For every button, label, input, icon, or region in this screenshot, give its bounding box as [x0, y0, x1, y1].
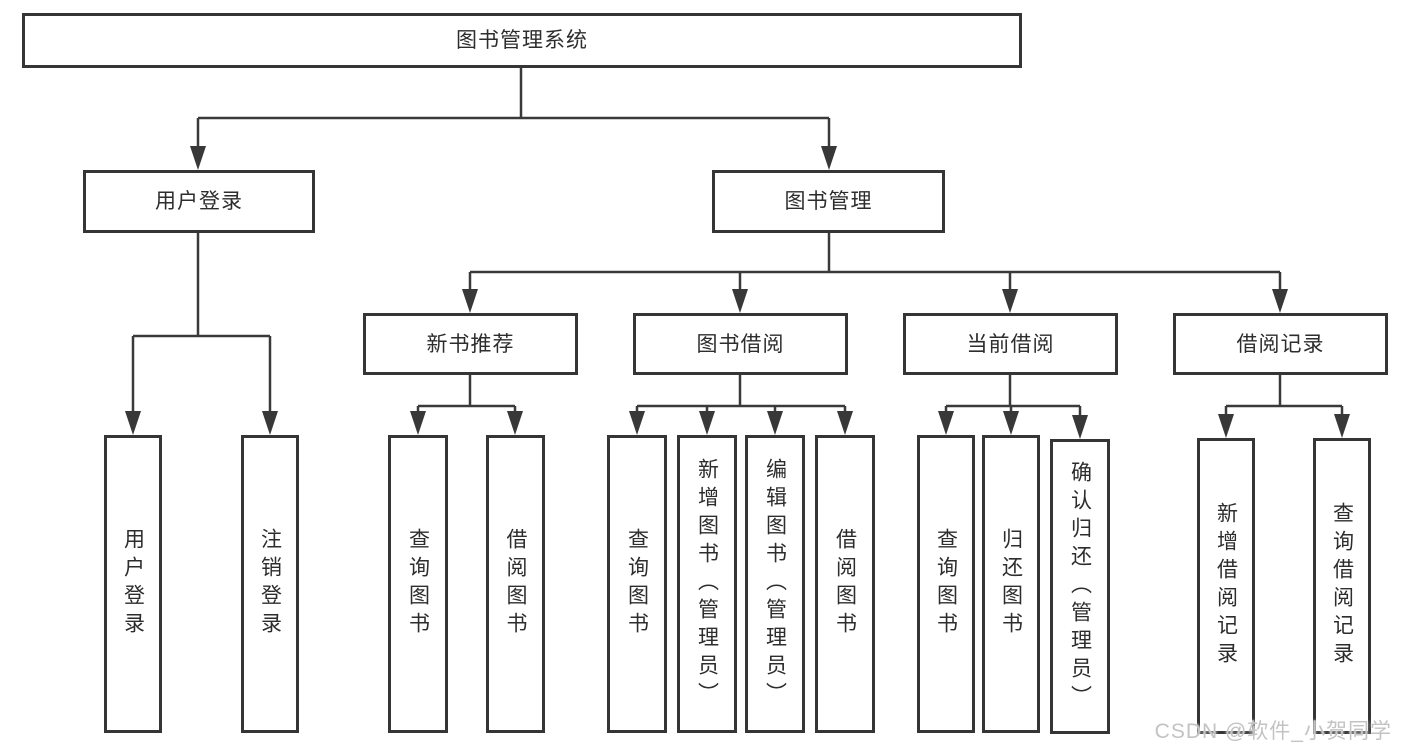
node-user-login-branch: 用户登录 — [83, 170, 315, 233]
node-current-query-books: 查询图书 — [917, 435, 975, 733]
node-records-query-record: 查询借阅记录 — [1313, 438, 1371, 734]
node-label: 图书管理系统 — [456, 29, 588, 52]
node-label: 图书借阅 — [696, 332, 785, 356]
node-label: 图书管理 — [784, 190, 873, 213]
node-label: 查询借阅记录 — [1330, 502, 1354, 670]
node-book-borrowing: 图书借阅 — [633, 313, 848, 375]
node-newbook-query-books: 查询图书 — [388, 435, 448, 733]
connector-newbook-branch — [416, 375, 517, 415]
node-borrow-records: 借阅记录 — [1173, 313, 1388, 375]
node-label: 编辑图书（管理员） — [763, 458, 787, 710]
node-label: 注销登录 — [258, 528, 282, 640]
node-current-confirm-return-admin: 确认归还（管理员） — [1050, 439, 1110, 734]
node-borrowing-query-books: 查询图书 — [607, 435, 667, 733]
node-label: 归还图书 — [999, 528, 1023, 640]
node-label: 新书推荐 — [426, 332, 515, 356]
connector-borrowing-branch — [635, 375, 847, 415]
node-user-login-leaf: 用户登录 — [104, 435, 162, 733]
connector-records-branch — [1224, 375, 1344, 417]
node-label: 查询图书 — [934, 528, 958, 640]
node-borrowing-borrow-books: 借阅图书 — [815, 435, 875, 733]
node-label: 新增图书（管理员） — [695, 458, 719, 710]
node-label: 确认归还（管理员） — [1068, 460, 1092, 713]
node-book-management: 图书管理 — [712, 170, 945, 233]
node-label: 借阅记录 — [1236, 332, 1325, 356]
node-logout: 注销登录 — [241, 435, 299, 733]
connector-login-branch — [131, 233, 272, 415]
node-borrowing-edit-books-admin: 编辑图书（管理员） — [745, 435, 805, 733]
node-label: 新增借阅记录 — [1214, 502, 1238, 670]
node-borrowing-add-books-admin: 新增图书（管理员） — [677, 435, 737, 733]
csdn-watermark: CSDN @软件_小贺同学 — [1154, 720, 1392, 743]
node-label: 当前借阅 — [966, 332, 1055, 356]
node-root-system: 图书管理系统 — [22, 13, 1022, 68]
node-current-borrowing: 当前借阅 — [903, 313, 1118, 375]
connector-bookmgmt-to-level3 — [468, 233, 1282, 293]
node-label: 用户登录 — [155, 190, 243, 213]
connector-root-to-level2 — [196, 68, 831, 150]
node-label: 借阅图书 — [504, 528, 527, 640]
node-label: 查询图书 — [625, 528, 649, 640]
node-newbook-borrow-books: 借阅图书 — [486, 435, 545, 733]
node-new-book-recommendation: 新书推荐 — [363, 313, 578, 375]
node-label: 用户登录 — [121, 528, 145, 640]
node-label: 查询图书 — [406, 528, 430, 640]
connector-current-branch — [944, 375, 1082, 418]
node-label: 借阅图书 — [833, 528, 857, 640]
node-current-return-books: 归还图书 — [982, 435, 1040, 733]
node-records-add-record: 新增借阅记录 — [1197, 438, 1255, 734]
